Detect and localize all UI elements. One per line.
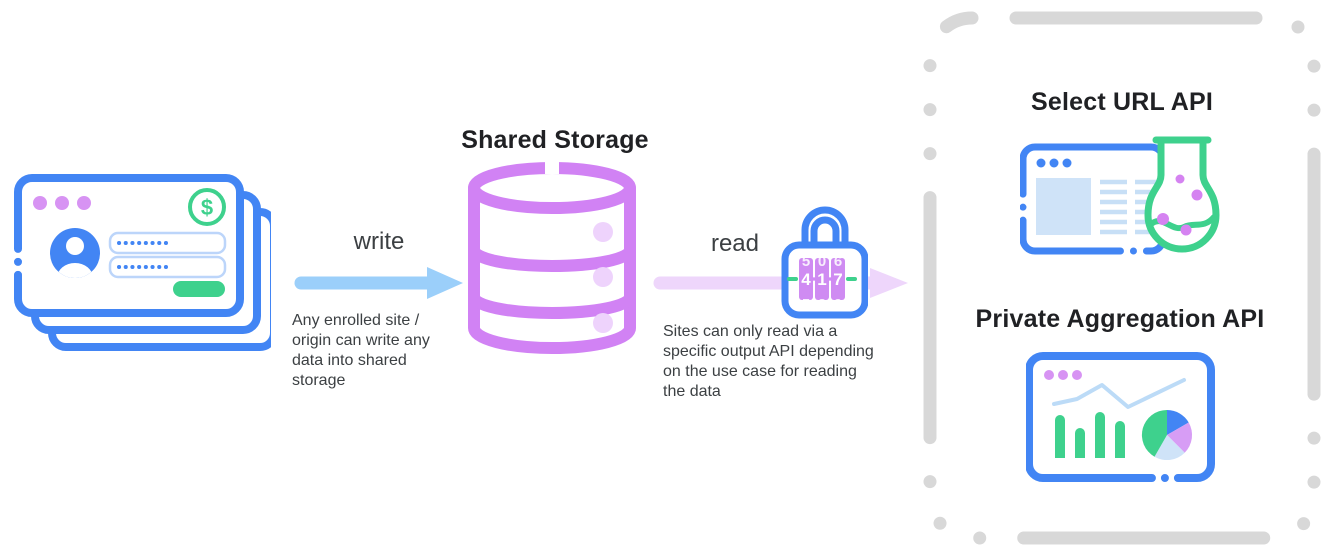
lock-dials: 5 0 6 4 1 7 5 2 9 bbox=[799, 253, 845, 313]
write-label: write bbox=[353, 228, 405, 255]
lock-shackle-inner bbox=[810, 216, 840, 248]
read-label: read bbox=[710, 230, 760, 257]
avatar-icon bbox=[50, 228, 100, 278]
password-field bbox=[108, 231, 227, 255]
lock-shackle-outer bbox=[801, 206, 849, 248]
flask-icon bbox=[1144, 136, 1220, 253]
svg-text:9: 9 bbox=[834, 296, 842, 313]
svg-text:6: 6 bbox=[834, 253, 842, 270]
window-traffic-dots-icon bbox=[33, 196, 91, 210]
read-caption: Sites can only read via a specific outpu… bbox=[663, 323, 874, 400]
svg-text:0: 0 bbox=[818, 253, 826, 270]
svg-text:$: $ bbox=[201, 195, 213, 220]
password-field bbox=[108, 255, 227, 279]
database-dots bbox=[593, 222, 613, 333]
submit-button bbox=[173, 281, 225, 297]
private-aggregation-api-icon bbox=[1026, 352, 1215, 482]
write-arrow-icon bbox=[294, 267, 463, 299]
bar-chart bbox=[1055, 412, 1125, 458]
svg-text:5: 5 bbox=[802, 253, 810, 270]
database-band bbox=[468, 295, 636, 319]
content-block bbox=[1036, 178, 1091, 235]
enrolled-sites-icon: $ bbox=[14, 174, 271, 351]
line-chart bbox=[1052, 378, 1186, 409]
output-boundary-dashed-border bbox=[923, 11, 1321, 545]
window-traffic-dots-icon bbox=[1044, 370, 1082, 380]
database-band bbox=[468, 248, 636, 272]
select-url-api-title: Select URL API bbox=[1030, 88, 1214, 116]
svg-text:2: 2 bbox=[818, 296, 826, 313]
svg-text:5: 5 bbox=[802, 296, 810, 313]
window-traffic-dots-icon bbox=[1036, 158, 1072, 168]
database-icon bbox=[468, 162, 636, 354]
pie-chart bbox=[1141, 409, 1193, 461]
dollar-badge-icon: $ bbox=[188, 188, 226, 226]
write-caption: Any enrolled site / origin can write any… bbox=[292, 312, 430, 389]
shared-storage-title: Shared Storage bbox=[461, 126, 649, 154]
lock-digit: 1 bbox=[817, 270, 826, 289]
database-top-gap bbox=[545, 162, 559, 174]
combination-lock-icon: 5 0 6 4 1 7 5 2 9 bbox=[781, 206, 868, 319]
lock-digit: 7 bbox=[833, 270, 842, 289]
flask-bubbles bbox=[1157, 174, 1203, 236]
lock-digit: 4 bbox=[801, 270, 811, 289]
private-aggregation-api-title: Private Aggregation API bbox=[975, 305, 1265, 333]
select-url-api-icon bbox=[1020, 136, 1220, 255]
